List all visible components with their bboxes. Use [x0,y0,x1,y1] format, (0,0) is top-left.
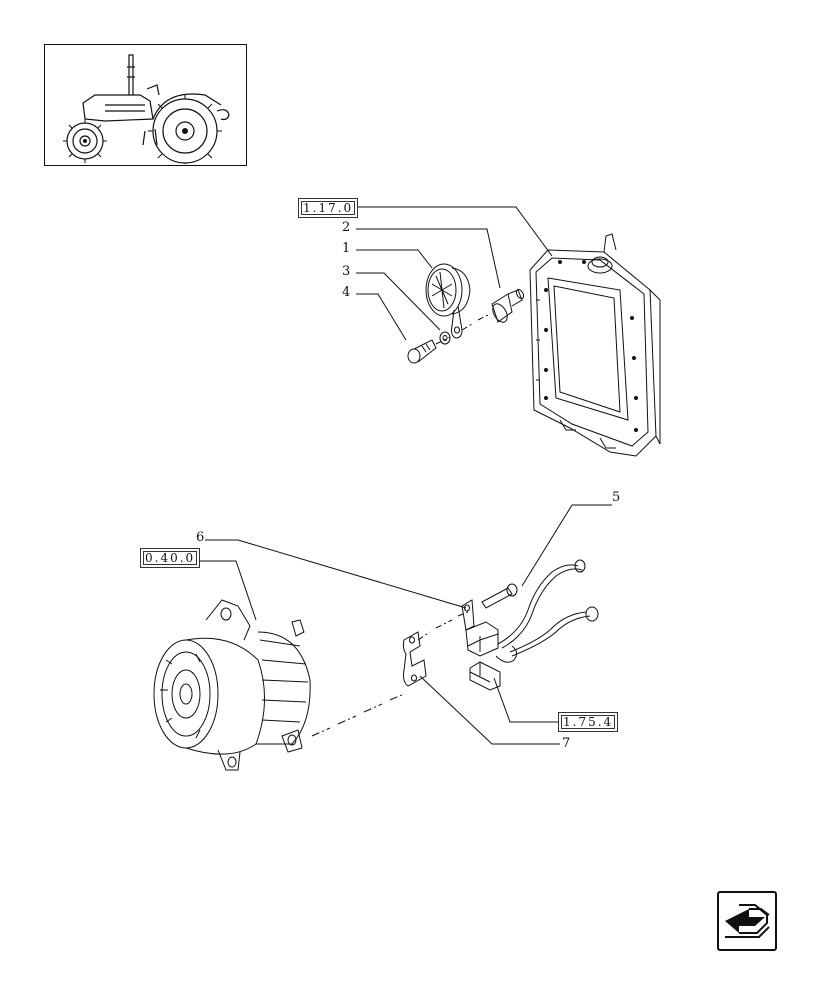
bolt-4 [407,339,437,364]
alternator [153,599,311,771]
washer [439,331,451,345]
bracket-6 [461,599,499,657]
callout-5: 5 [612,490,621,505]
bolt-5 [481,583,518,609]
radiator [529,233,661,457]
callout-4: 4 [342,285,351,300]
reference-box-0-40-0[interactable]: 0.40.0 [140,548,201,568]
wiring-harness [469,559,599,691]
leader-line-4 [356,293,407,341]
back-navigation-button[interactable] [717,891,777,951]
leader-line-1 [356,249,433,269]
tractor-icon [63,54,230,164]
leader-line-3 [356,272,441,331]
tractor-thumbnail [44,44,247,166]
callout-6: 6 [196,530,205,545]
leader-line-7 [419,675,560,745]
reference-box-1-75-4[interactable]: 1.75.4 [558,712,619,732]
callout-2: 2 [342,220,351,235]
leader-line-ref-1-17-0 [356,206,553,257]
callout-3: 3 [342,264,351,279]
reference-box-1-17-0[interactable]: 1.17.0 [298,198,359,218]
leader-line-ref-1-75-4 [493,677,560,723]
leader-line-6 [205,539,467,609]
horn [425,263,471,339]
leader-line-2 [356,228,501,289]
leader-line-ref-0-40-0 [198,560,257,621]
callout-1: 1 [342,241,351,256]
rubber-bush [491,288,525,323]
leader-line-5 [521,504,612,587]
bracket-7 [402,631,427,687]
back-arrow-icon [725,904,770,938]
callout-7: 7 [562,736,571,751]
